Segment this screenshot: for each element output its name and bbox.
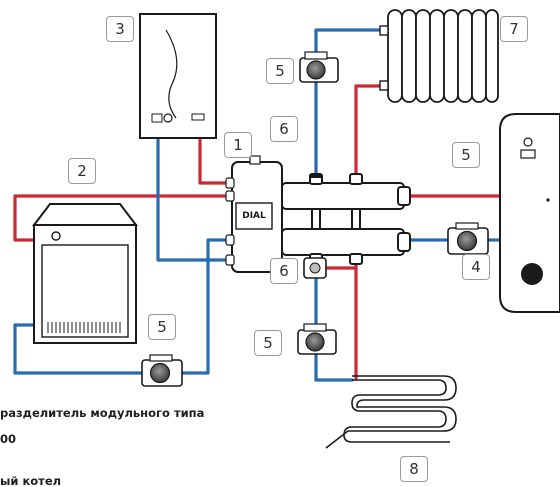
- tag-water-heater: 4: [462, 254, 490, 280]
- tank-circuit-pump: [447, 222, 489, 255]
- tag-pump-underfloor: 5: [254, 330, 282, 356]
- separator-brand-label: DIAL: [242, 211, 266, 221]
- tag-radiator: 7: [500, 16, 528, 42]
- radiator-circuit-pump: [299, 51, 339, 83]
- tag-floor-boiler: 2: [68, 158, 96, 184]
- tank-thermometer-icon: [523, 137, 533, 147]
- pump-icon: [305, 332, 325, 352]
- caption-line-2: 00: [0, 432, 17, 446]
- pump-icon: [456, 230, 478, 252]
- gauge-icon: [51, 231, 61, 241]
- tank-flange-icon: [521, 263, 543, 285]
- tag-underfloor-coil: 8: [400, 456, 428, 482]
- pump-icon: [149, 362, 171, 384]
- wall-boiler-return-pipe: [156, 138, 230, 262]
- radiator-valve-bottom: [379, 80, 389, 91]
- radiator: [387, 9, 499, 103]
- tag-mixing-valve: 6: [270, 258, 298, 284]
- wall-boiler-supply-pipe: [198, 138, 230, 185]
- floor-boiler-pump: [141, 354, 183, 387]
- floor-standing-boiler: [31, 203, 139, 344]
- caption-line-1: разделитель модульного типа: [0, 406, 205, 420]
- tag-pump-radiator: 5: [266, 58, 294, 84]
- tag-pump-tank: 5: [452, 142, 480, 168]
- underfloor-heating-coil: [325, 375, 457, 449]
- air-vent: [311, 174, 321, 178]
- radiator-return-pipe: [354, 84, 388, 180]
- hydraulic-separator: [225, 155, 283, 273]
- floor-boiler-return-pipe: [13, 238, 230, 375]
- tag-manifold: 6: [270, 116, 298, 142]
- floor-boiler-supply-pipe: [13, 194, 230, 242]
- three-way-mixing-valve: [303, 257, 327, 279]
- radiator-supply-pipe: [314, 28, 388, 180]
- radiator-valve-top: [379, 25, 389, 36]
- underfloor-supply-pipe: [314, 248, 354, 382]
- tag-wall-boiler: 3: [106, 16, 134, 42]
- pump-icon: [306, 60, 326, 80]
- indirect-water-heater: [499, 113, 560, 313]
- wall-mounted-boiler: [139, 13, 217, 139]
- caption-line-3: ый котел: [0, 474, 62, 487]
- tag-pump-floor-boiler: 5: [148, 314, 176, 340]
- distribution-manifold: [281, 173, 411, 265]
- tag-separator: 1: [224, 132, 252, 158]
- underfloor-circuit-pump: [297, 323, 337, 355]
